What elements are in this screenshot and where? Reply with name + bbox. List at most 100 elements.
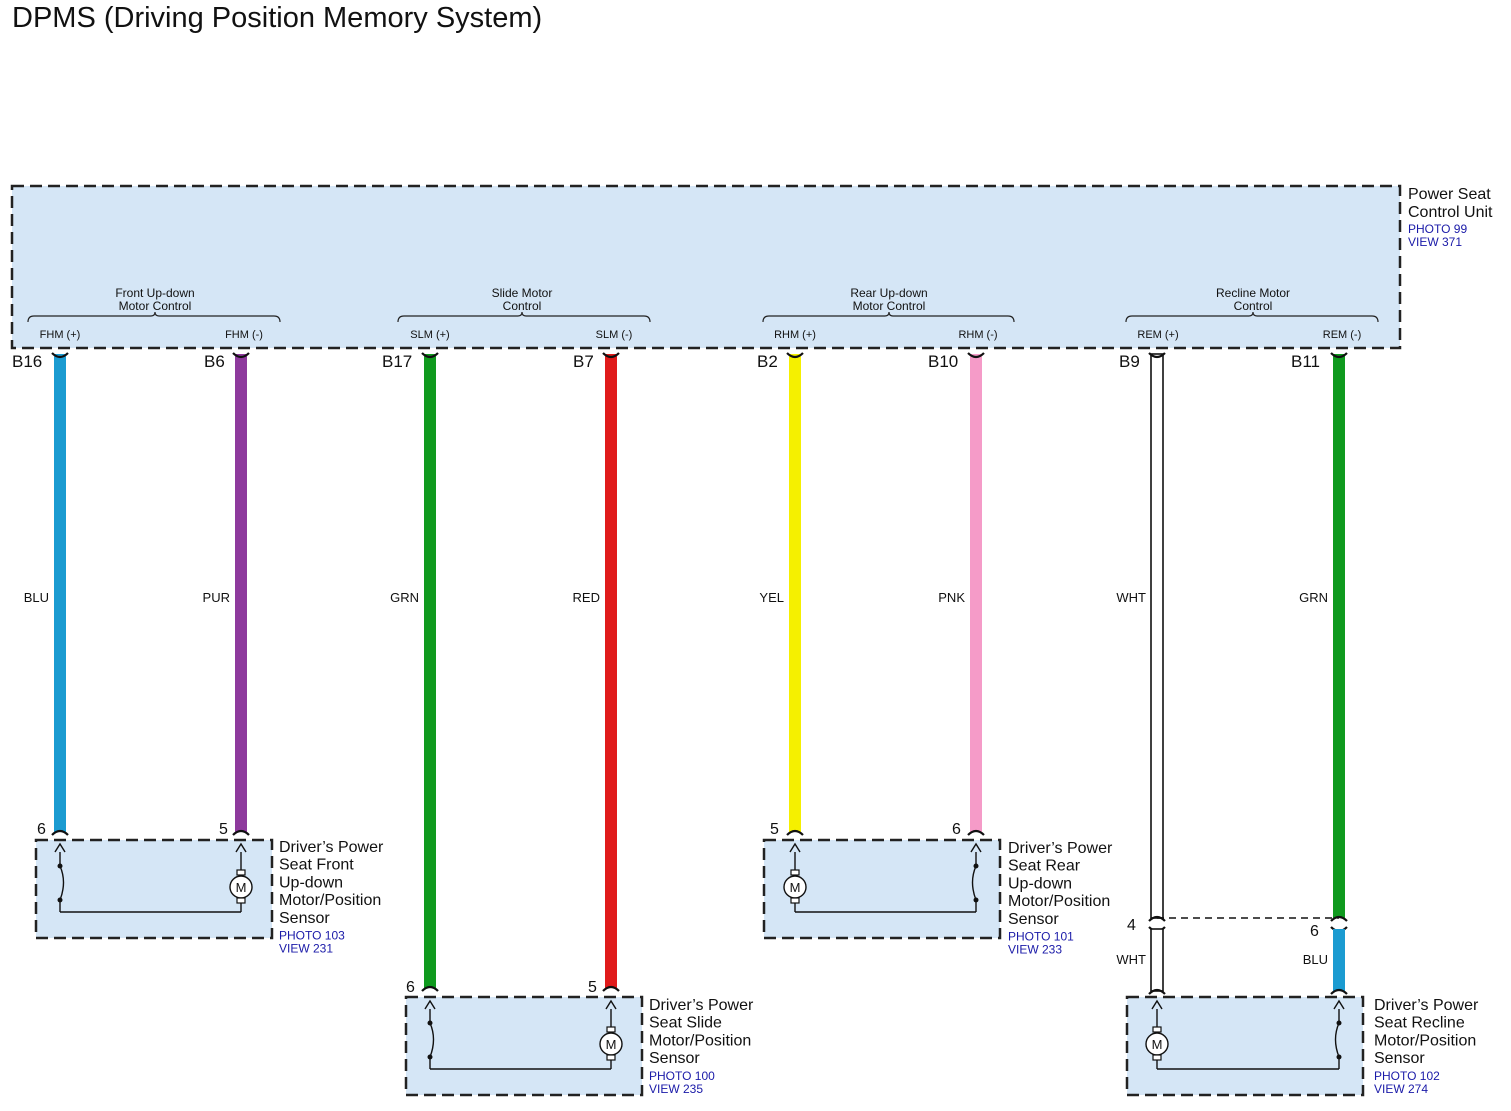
terminal-label: REM (-)	[1323, 329, 1362, 341]
bottom-connector	[967, 829, 985, 836]
control-unit-view-ref: VIEW 371	[1408, 235, 1462, 249]
bottom-connector	[1148, 988, 1166, 995]
sensor-view-ref: VIEW 274	[1374, 1082, 1428, 1096]
arrow-icon	[1151, 999, 1163, 1010]
terminal-label: SLM (-)	[596, 329, 633, 341]
top-connector	[51, 352, 69, 359]
motor-brush	[790, 869, 800, 876]
arrow-icon	[54, 842, 66, 853]
bottom-connector	[602, 985, 620, 992]
motor-brush	[236, 897, 246, 904]
wire-red	[605, 354, 617, 988]
wire-grn	[424, 354, 436, 988]
sensor-name: Motor/Position	[279, 892, 381, 909]
sensor-view-ref: VIEW 235	[649, 1082, 703, 1096]
end-pin-label: 5	[588, 979, 597, 996]
terminal-label: RHM (+)	[774, 329, 816, 341]
sensor-name: Motor/Position	[1374, 1032, 1476, 1049]
terminal-label: SLM (+)	[410, 329, 449, 341]
wire-color-label: GRN	[390, 590, 419, 605]
control-unit-name: Power Seat	[1408, 186, 1491, 203]
end-pin-label: 4	[1127, 917, 1136, 934]
wire-color-label: YEL	[759, 590, 784, 605]
top-connector	[421, 352, 439, 359]
terminal-label: REM (+)	[1137, 329, 1178, 341]
group-label: Control	[503, 299, 542, 313]
wire-blu	[1333, 929, 1345, 991]
sensor-photo-ref: PHOTO 103	[279, 929, 345, 943]
motor-brush	[790, 897, 800, 904]
wire-yel	[789, 354, 801, 832]
group-label: Control	[1234, 299, 1273, 313]
contact-dot	[1336, 1020, 1342, 1026]
page-title: DPMS (Driving Position Memory System)	[12, 2, 543, 34]
motor-symbol: M	[606, 1037, 617, 1052]
wire-wht	[1150, 353, 1164, 919]
bottom-connector	[51, 829, 69, 836]
wire-color-label: PNK	[938, 590, 965, 605]
wire-pur	[235, 354, 247, 832]
position-sensor-icon	[1334, 1022, 1340, 1058]
end-pin-label: 5	[770, 821, 779, 838]
sensor-name: Seat Recline	[1374, 1015, 1465, 1032]
contact-dot	[973, 863, 979, 869]
terminal-label: FHM (+)	[40, 329, 81, 341]
group-label: Rear Up-down	[850, 286, 927, 300]
sensor-name: Driver’s Power	[279, 839, 384, 856]
top-connector	[1148, 352, 1166, 359]
bottom-connector	[421, 985, 439, 992]
pin-label: B17	[382, 352, 412, 371]
terminal-label: RHM (-)	[958, 329, 997, 341]
motor-brush	[606, 1026, 616, 1033]
position-sensor-icon	[59, 865, 65, 901]
pin-label: B6	[204, 352, 225, 371]
pin-label: B9	[1119, 352, 1140, 371]
motor-brush	[1152, 1026, 1162, 1033]
sensor-view-ref: VIEW 231	[279, 942, 333, 956]
wire-color-label: RED	[573, 590, 600, 605]
bottom-connector	[1148, 915, 1166, 922]
wire-pnk	[970, 354, 982, 832]
position-sensor-icon	[971, 865, 977, 901]
arrow-icon	[235, 842, 247, 853]
position-sensor-icon	[429, 1022, 435, 1058]
end-pin-label: 6	[1310, 923, 1319, 940]
group-label: Motor Control	[853, 299, 926, 313]
sensor-name: Up-down	[1008, 875, 1072, 892]
group-label: Recline Motor	[1216, 286, 1290, 300]
sensor-name: Motor/Position	[649, 1032, 751, 1049]
arrow-icon	[789, 842, 801, 853]
wire-color-label: GRN	[1299, 590, 1328, 605]
pin-label: B10	[928, 352, 958, 371]
sensor-name: Sensor	[1008, 911, 1059, 928]
top-connector	[602, 352, 620, 359]
contact-dot	[57, 863, 63, 869]
wire-blu	[54, 354, 66, 832]
end-pin-label: 6	[37, 821, 46, 838]
control-unit-name: Control Unit	[1408, 204, 1493, 221]
top-connector	[967, 352, 985, 359]
sensor-name: Sensor	[279, 910, 330, 927]
sensor-name: Seat Slide	[649, 1015, 722, 1032]
sensor-name: Driver’s Power	[1008, 840, 1113, 857]
end-pin-label: 6	[952, 821, 961, 838]
contact-dot	[427, 1020, 433, 1026]
pin-label: B7	[573, 352, 594, 371]
bottom-connector	[1330, 915, 1348, 922]
sensor-photo-ref: PHOTO 101	[1008, 930, 1074, 944]
arrow-icon	[605, 999, 617, 1010]
sensor-name: Motor/Position	[1008, 893, 1110, 910]
group-label: Front Up-down	[115, 286, 194, 300]
group-bracket	[762, 311, 1015, 323]
wire-color-label: PUR	[203, 590, 230, 605]
terminal-label: FHM (-)	[225, 329, 263, 341]
motor-brush	[236, 869, 246, 876]
control-unit-box	[10, 184, 1402, 350]
motor-symbol: M	[236, 880, 247, 895]
motor-symbol: M	[790, 880, 801, 895]
wire-color-label: WHT	[1116, 952, 1146, 967]
group-bracket	[27, 311, 281, 323]
arrow-icon	[1333, 999, 1345, 1010]
top-connector	[1330, 352, 1348, 359]
